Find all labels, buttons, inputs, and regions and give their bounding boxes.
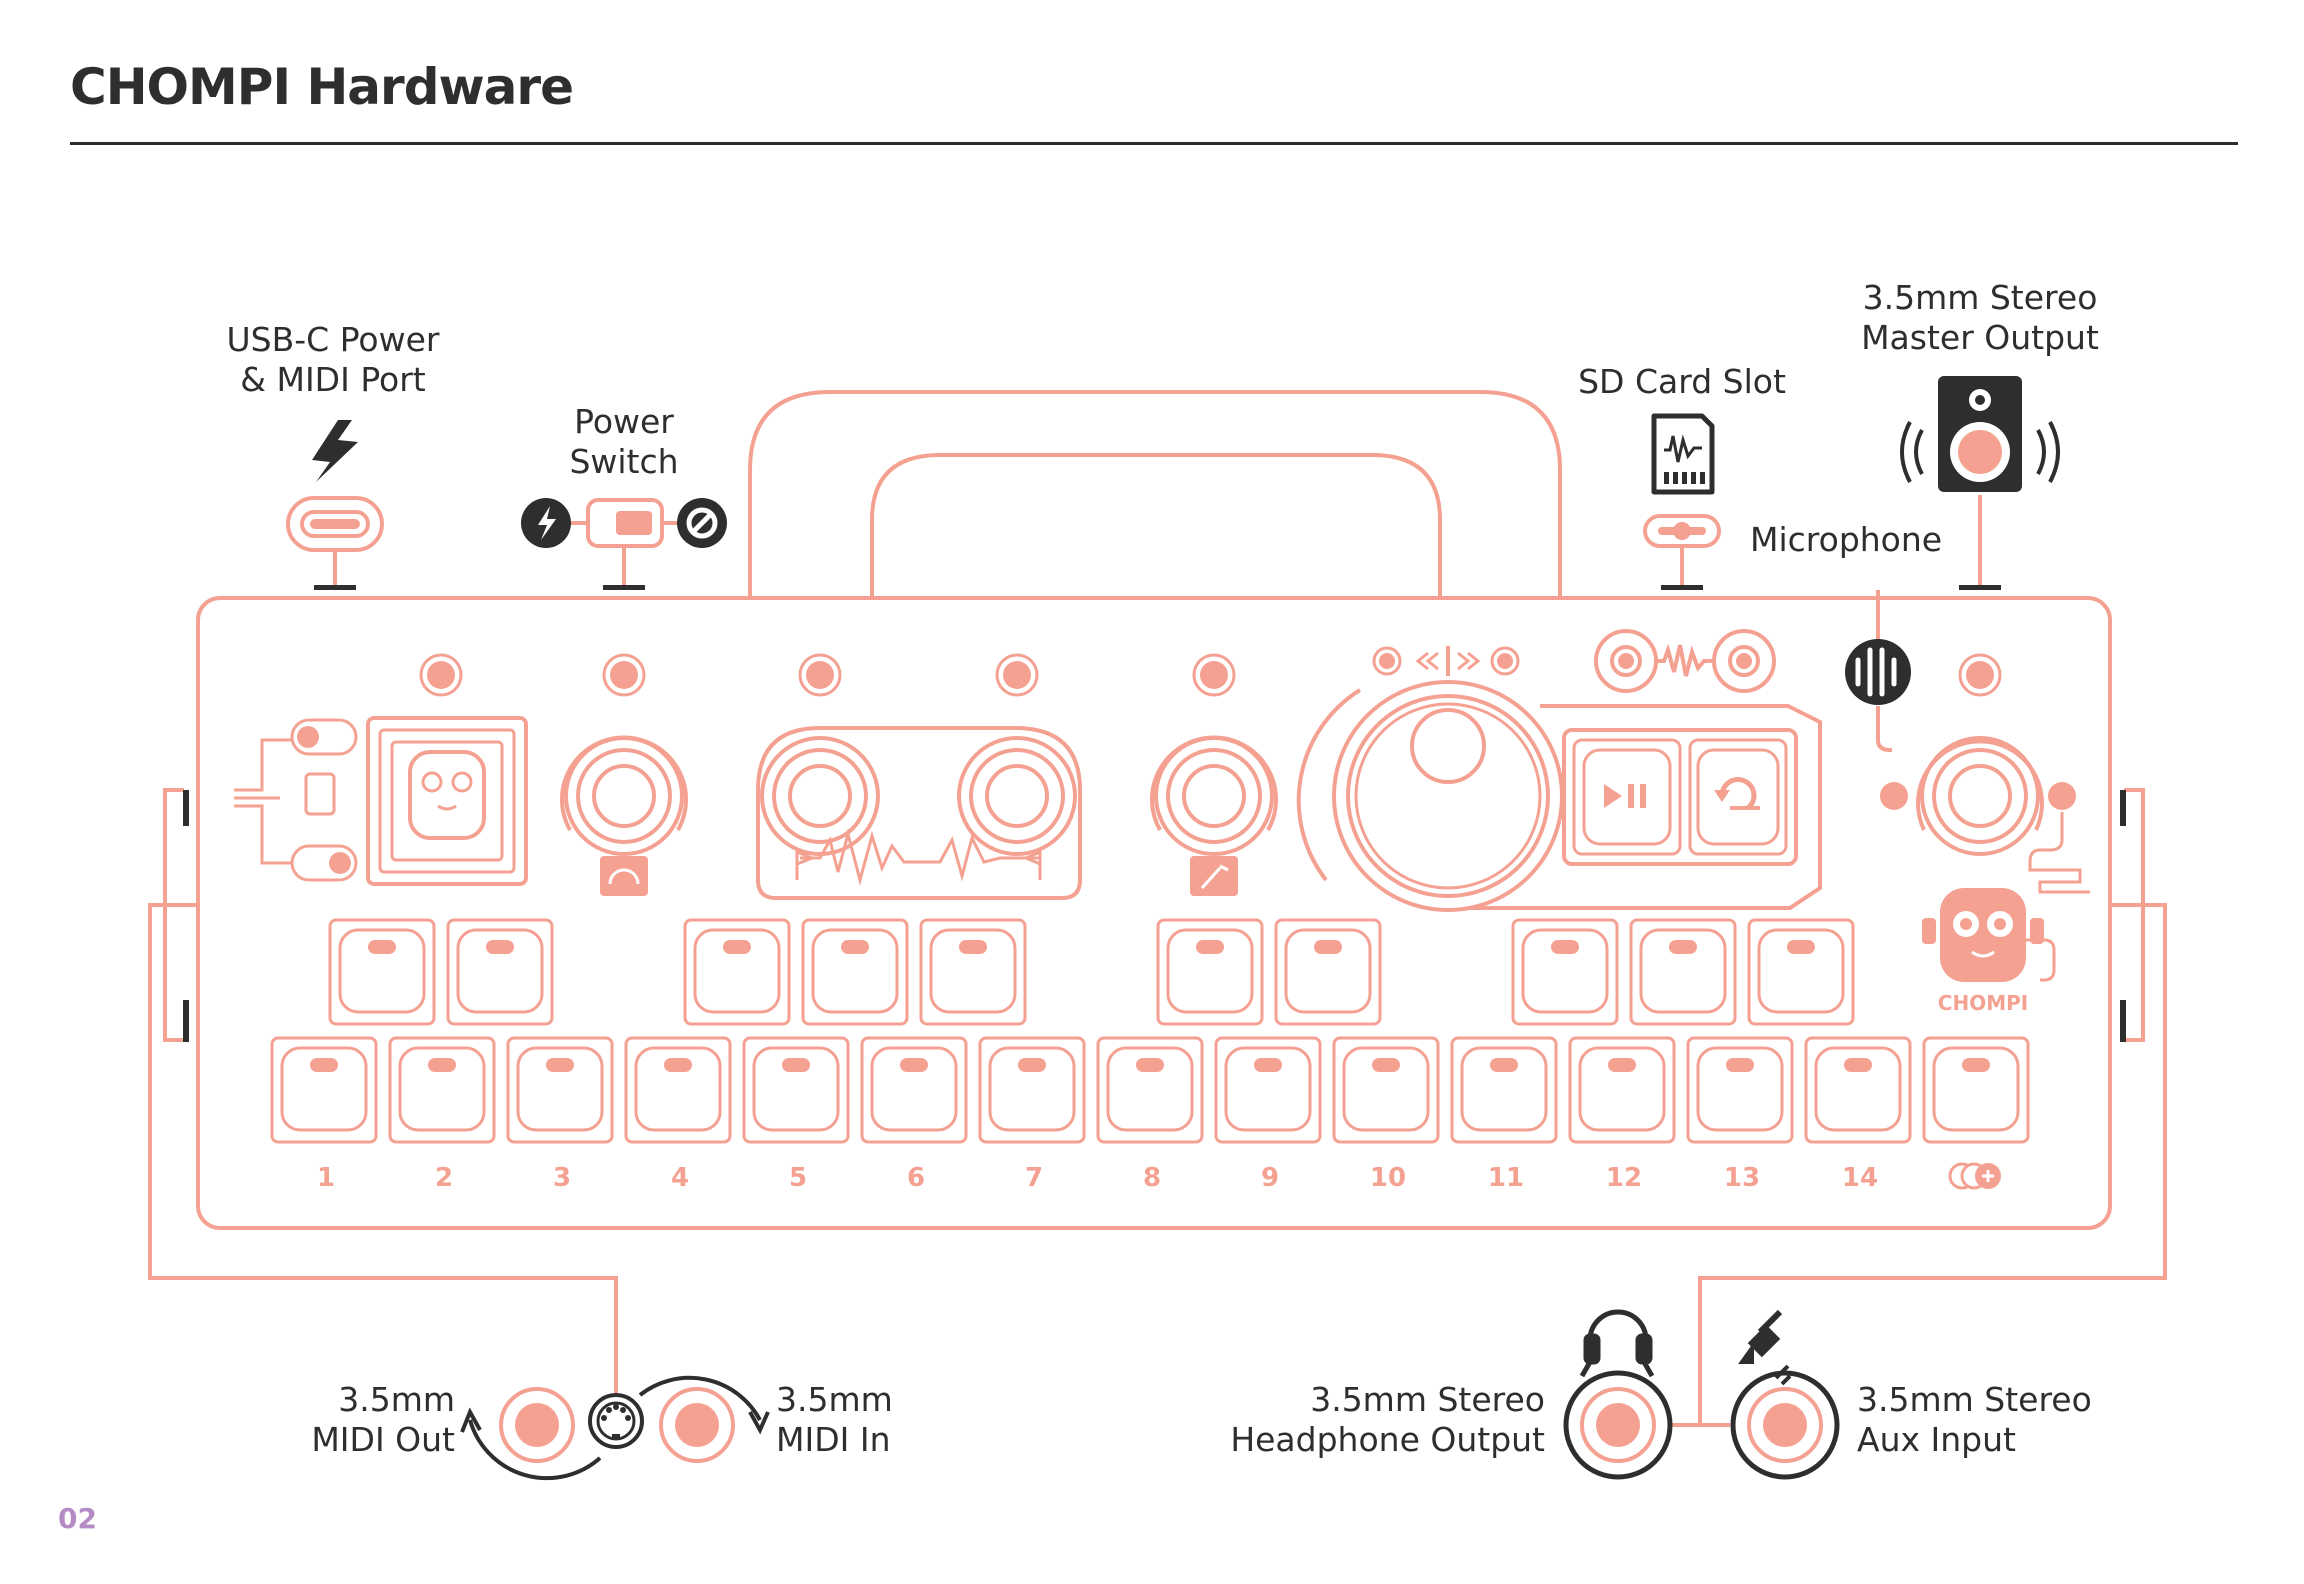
headphones-icon (1579, 1309, 1655, 1378)
headphone-jack (1563, 1370, 1673, 1480)
step-number: 7 (1025, 1163, 1043, 1193)
device-handle (748, 390, 1562, 600)
indicator-leds (419, 646, 2002, 697)
page-number: 02 (58, 1502, 97, 1535)
speaker-icon (1900, 376, 2060, 492)
step-number: 4 (671, 1163, 689, 1193)
power-on-icon (521, 498, 571, 548)
main-jog-wheel (1296, 680, 1822, 912)
step-number: 8 (1143, 1163, 1161, 1193)
tape-module (756, 726, 1082, 900)
sd-card-label: SD Card Slot (1578, 362, 1786, 401)
volume-knob (1880, 736, 2090, 894)
step-number: 1 (317, 1163, 335, 1193)
step-number: 12 (1606, 1163, 1642, 1193)
page-title: CHOMPI Hardware (70, 58, 574, 116)
power-switch (566, 498, 682, 548)
midi-din-icon (588, 1393, 644, 1449)
transport-buttons (1562, 728, 1798, 866)
step-number: 10 (1370, 1163, 1406, 1193)
title-divider (70, 142, 2238, 145)
chompi-mascot (1922, 888, 2056, 982)
midi-out-jack (460, 1387, 602, 1481)
step-number: 14 (1842, 1163, 1878, 1193)
usb-c-label: USB-C Power& MIDI Port (226, 320, 440, 399)
step-number: 3 (553, 1163, 571, 1193)
lightning-bolt-icon (312, 420, 358, 482)
play-pause-icon (1604, 784, 1646, 808)
shift-plus-icon (1948, 1162, 2001, 1190)
loop-icon (1714, 777, 1760, 810)
microphone-label: Microphone (1750, 520, 1943, 559)
usb-c-port (286, 496, 384, 552)
step-number: 9 (1261, 1163, 1279, 1193)
midi-in-jack (638, 1375, 770, 1463)
power-off-icon (677, 498, 727, 548)
step-number: 2 (435, 1163, 453, 1193)
tempo-knob (560, 735, 688, 896)
microphone-icon (1845, 590, 1911, 752)
sd-card-slot (1643, 514, 1721, 548)
side-connector-lines (148, 788, 2167, 1427)
step-pad-row (270, 1036, 2030, 1144)
aux-jack (1730, 1370, 1840, 1480)
fx-knob (1150, 735, 1278, 896)
step-number: 6 (907, 1163, 925, 1193)
audio-jack-icon (1738, 1309, 1792, 1386)
step-number: 11 (1488, 1163, 1524, 1193)
display-module (234, 716, 528, 886)
tape-reels-icon (1594, 629, 1776, 693)
sd-card-icon (1651, 413, 1715, 495)
step-number: 13 (1724, 1163, 1760, 1193)
step-number: 5 (789, 1163, 807, 1193)
chompi-brand-label: CHOMPI (1938, 991, 2028, 1015)
